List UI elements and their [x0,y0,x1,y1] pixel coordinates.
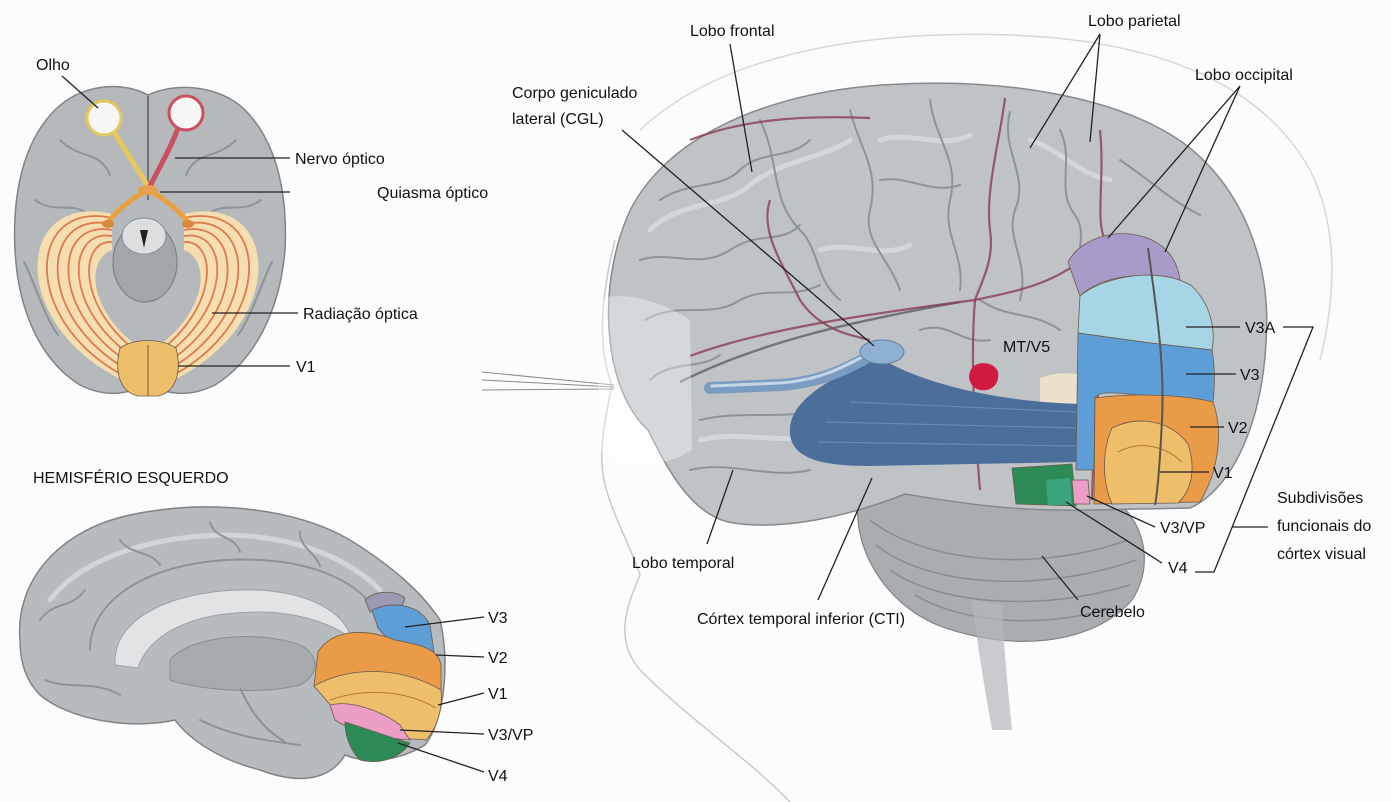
left-eye [87,101,121,135]
lateral-v3vp-area [1072,480,1090,504]
right-lgn [182,220,194,228]
lgn-label: Corpo geniculado lateral (CGL) [512,85,642,128]
medial-view-title: HEMISFÉRIO ESQUERDO [33,468,229,487]
v3-label: V3 [1240,367,1260,384]
sight-line [482,389,614,390]
mt-v5-label: MT/V5 [1003,339,1050,356]
optic-nerve-label: Nervo óptico [295,151,385,168]
lateral-teal-area [1046,478,1072,505]
ventral-brain-view: Olho Nervo óptico Quiasma óptico Radiaçã… [15,57,489,396]
parietal-lobe-label: Lobo parietal [1088,13,1181,30]
lgn-label-line: lateral (CGL) [512,111,604,128]
optic-chiasm-label: Quiasma óptico [377,185,488,202]
medial-hemisphere-view: HEMISFÉRIO ESQUERDO V3 V2 V1 V3/VP V4 [20,468,534,785]
eye-label: Olho [36,57,70,74]
v2-label: V2 [1228,420,1248,437]
cti-label: Córtex temporal inferior (CTI) [697,611,905,628]
v1-label: V1 [1213,465,1233,482]
face-overlay [596,296,692,465]
medial-v2-label: V2 [488,650,508,667]
medial-v4-label: V4 [488,768,508,785]
optic-radiation-label: Radiação óptica [303,306,418,323]
right-eye [169,96,203,130]
subdivisions-label-line: córtex visual [1277,546,1366,563]
lateral-brain-view: Lobo frontal Lobo parietal Lobo occipita… [482,13,1376,802]
subdivisions-label: Subdivisões funcionais do córtex visual [1277,490,1376,563]
ventral-v1-label: V1 [296,359,316,376]
cerebellum-label: Cerebelo [1080,604,1145,621]
medial-v3vp-label: V3/VP [488,727,533,744]
subdivisions-label-line: funcionais do [1277,518,1371,535]
medial-v1-label: V1 [488,686,508,703]
lgn-label-line: Corpo geniculado [512,85,638,102]
v4-label: V4 [1168,560,1188,577]
temporal-lobe-label: Lobo temporal [632,555,734,572]
mt-v5-area [969,363,998,390]
medial-v4-leader-line [398,743,484,772]
v3a-label: V3A [1245,320,1276,337]
medial-v3-label: V3 [488,610,508,627]
occipital-lobe-label: Lobo occipital [1195,67,1293,84]
frontal-lobe-label: Lobo frontal [690,23,775,40]
left-lgn [102,220,114,228]
v3vp-label: V3/VP [1160,520,1205,537]
subdivisions-label-line: Subdivisões [1277,490,1363,507]
medial-v1-leader-line [438,693,484,705]
lateral-geniculate-nucleus [860,340,904,364]
eye-sight-lines [482,372,614,390]
